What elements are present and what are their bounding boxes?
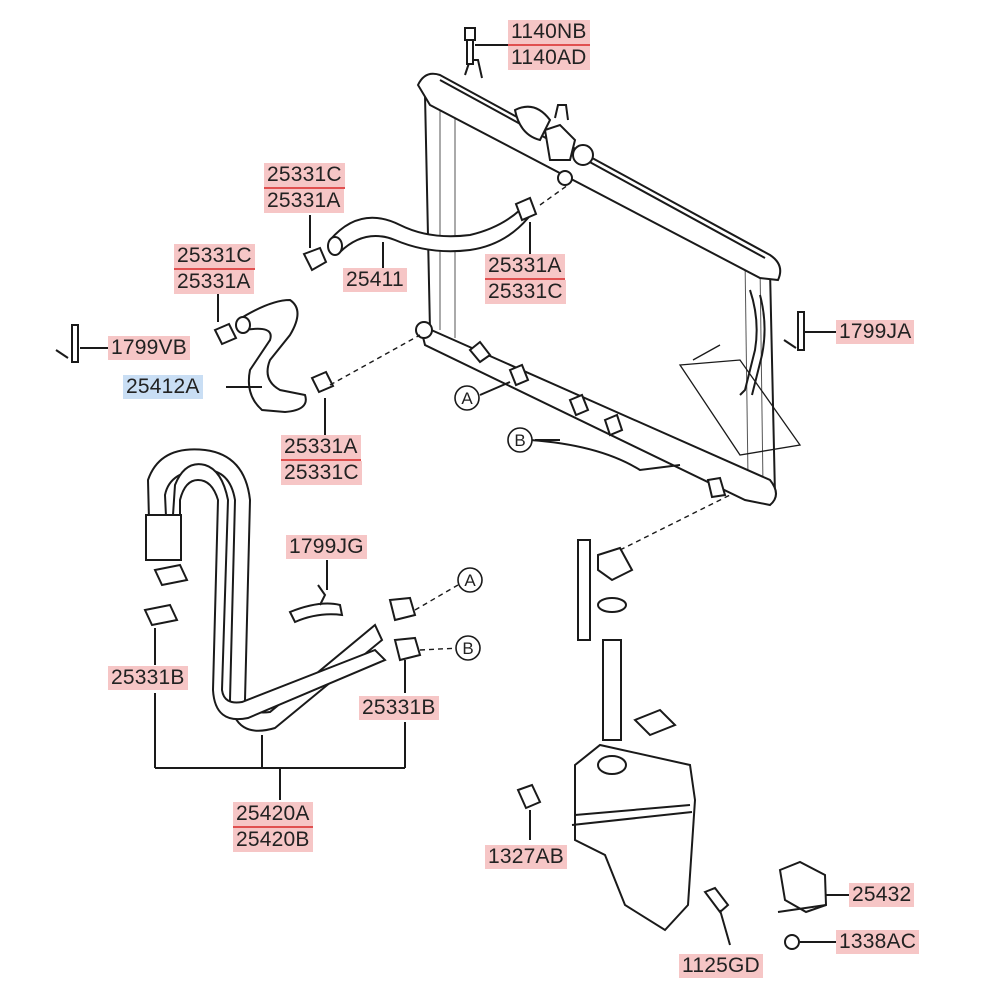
- part-label-25331c-lower[interactable]: 25331C: [281, 461, 362, 485]
- part-label-1125gd[interactable]: 1125GD: [679, 954, 763, 978]
- nut-drawing: [784, 934, 800, 950]
- part-label-25331a-lower[interactable]: 25331A: [281, 435, 361, 461]
- part-label-25411[interactable]: 25411: [343, 268, 407, 292]
- callout-b-lower-letter: B: [462, 639, 473, 658]
- hose-clip-drawing: [288, 584, 344, 624]
- callout-a-upper-letter: A: [461, 389, 473, 408]
- lower-short-hose-drawing: [213, 298, 335, 414]
- leader-lines: [80, 44, 850, 946]
- bolt-drawing: [464, 27, 476, 65]
- atf-line-drawing: [529, 439, 681, 472]
- part-label-25331a-mid-left[interactable]: 25331A: [174, 270, 254, 294]
- vb-clip-drawing: [55, 324, 79, 363]
- part-label-25331b-right[interactable]: 25331B: [359, 696, 439, 720]
- callout-b-upper-letter: B: [514, 431, 525, 450]
- part-label-1799ja[interactable]: 1799JA: [836, 320, 915, 344]
- bolt-gd-drawing: [703, 886, 730, 914]
- part-label-1140ad[interactable]: 1140AD: [508, 46, 590, 70]
- part-label-25331a-upper-right[interactable]: 25331A: [485, 254, 565, 280]
- oil-cooler-hoses-drawing: [143, 448, 422, 732]
- part-label-25331b-left[interactable]: 25331B: [108, 666, 188, 690]
- callout-b-lower: B: [455, 635, 481, 661]
- cap-drawing: [516, 783, 542, 810]
- part-label-25331a-upper-left[interactable]: 25331A: [264, 189, 344, 213]
- bracket-drawing: [777, 860, 828, 914]
- callout-a-lower-letter: A: [464, 571, 476, 590]
- callout-a-lower: A: [457, 567, 483, 593]
- part-label-1799jg[interactable]: 1799JG: [286, 535, 367, 559]
- part-label-25412a[interactable]: 25412A: [123, 375, 203, 399]
- part-label-25331c-upper-right[interactable]: 25331C: [485, 280, 566, 304]
- callout-a-upper: A: [454, 385, 480, 411]
- reservoir-tank-drawing: [571, 539, 697, 932]
- part-label-25331c-upper-left[interactable]: 25331C: [264, 163, 345, 189]
- part-label-1327ab[interactable]: 1327AB: [485, 845, 567, 869]
- part-label-1140nb[interactable]: 1140NB: [508, 20, 590, 46]
- part-label-25420a[interactable]: 25420A: [233, 802, 313, 828]
- upper-hose-drawing: [302, 196, 538, 272]
- callout-b-upper: B: [507, 427, 533, 453]
- part-label-25432[interactable]: 25432: [849, 883, 915, 907]
- radiator-drawing: [415, 59, 802, 507]
- part-label-25420b[interactable]: 25420B: [233, 828, 313, 852]
- ja-clip-drawing: [783, 311, 805, 351]
- part-label-1338ac[interactable]: 1338AC: [836, 930, 920, 954]
- part-label-1799vb[interactable]: 1799VB: [108, 336, 190, 360]
- part-label-25331c-mid-left[interactable]: 25331C: [174, 244, 255, 270]
